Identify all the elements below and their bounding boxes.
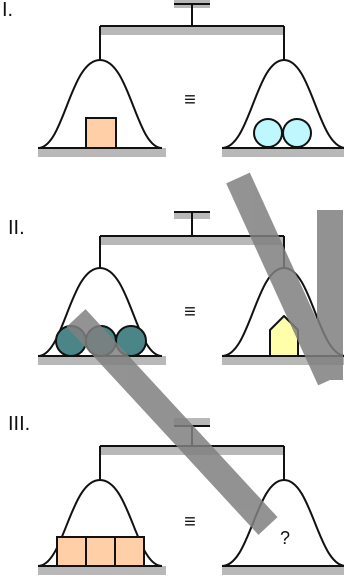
circle-token (282, 118, 312, 148)
square-block (85, 117, 117, 149)
panel-3-equivalence-sign: ≡ (184, 511, 196, 533)
panel-1-label: I. (2, 0, 13, 21)
panel-1-right-pan (221, 58, 344, 157)
watermark-n (66, 172, 343, 535)
panel-2-equivalence-sign: ≡ (184, 301, 196, 323)
circle-token (115, 325, 147, 357)
unknown-question-mark: ? (280, 528, 290, 548)
panel-1-right-items (253, 118, 312, 148)
panel-3-left-items (56, 536, 145, 567)
panel-1-hanger (99, 0, 285, 60)
panel-2-label: II. (8, 217, 25, 239)
panel-1-left-pan (37, 58, 166, 157)
square-block (114, 536, 145, 567)
square-block (56, 536, 87, 567)
circle-token (253, 118, 283, 148)
panel-3-right-pan (221, 478, 344, 575)
panel-1: I. ≡ (2, 0, 344, 157)
square-block (85, 536, 116, 567)
panel-3-label: III. (8, 413, 30, 435)
panel-1-equivalence-sign: ≡ (184, 89, 196, 111)
panel-1-left-items (85, 117, 117, 149)
